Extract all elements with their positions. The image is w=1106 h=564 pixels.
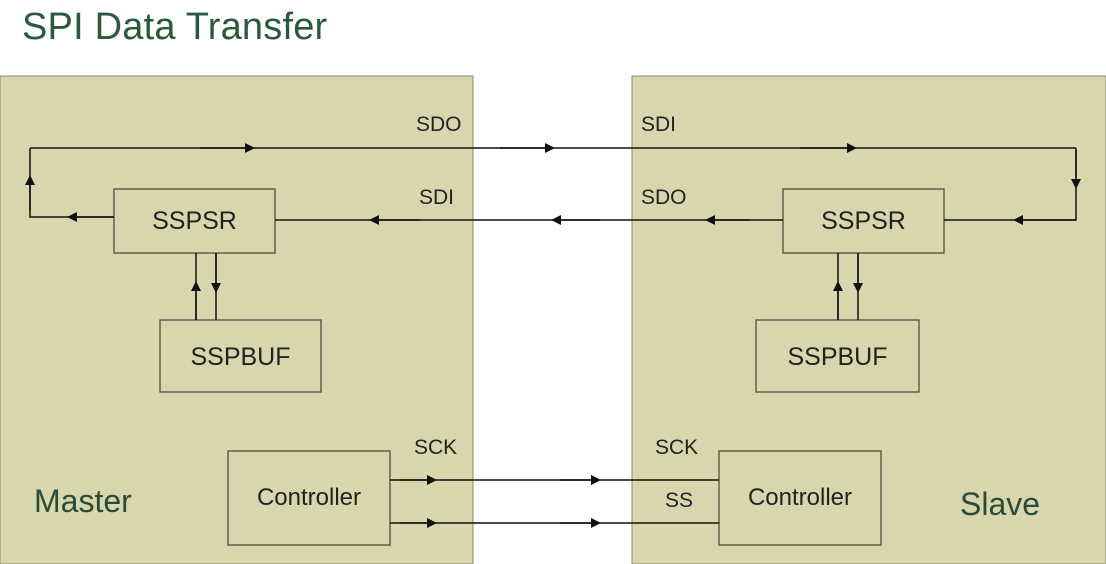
slave-sdo-label: SDO [641,186,687,209]
master-sspbuf-box [159,319,322,393]
master-role-label: Master [34,483,132,519]
master-sspbuf-label: SSPBUF [190,343,290,371]
diagram-title: SPI Data Transfer [22,6,328,48]
slave-controller-label: Controller [748,484,852,511]
slave-sck-label: SCK [655,436,698,459]
master-sck-label: SCK [414,436,457,459]
master-sdi-label: SDI [419,186,454,209]
master-sdo-label: SDO [416,113,462,136]
slave-sspsr-label: SSPSR [821,207,906,235]
master-sspsr-box [113,188,276,254]
slave-sspbuf-box [755,319,920,393]
slave-sdi-label: SDI [641,113,676,136]
slave-sspsr-box [782,188,945,254]
master-controller-box [227,450,391,546]
slave-role-label: Slave [960,486,1040,522]
slave-controller-box [718,450,882,546]
slave-sspbuf-label: SSPBUF [787,343,887,371]
master-sspsr-label: SSPSR [152,207,237,235]
master-controller-label: Controller [257,484,361,511]
slave-ss-label: SS [665,489,693,512]
